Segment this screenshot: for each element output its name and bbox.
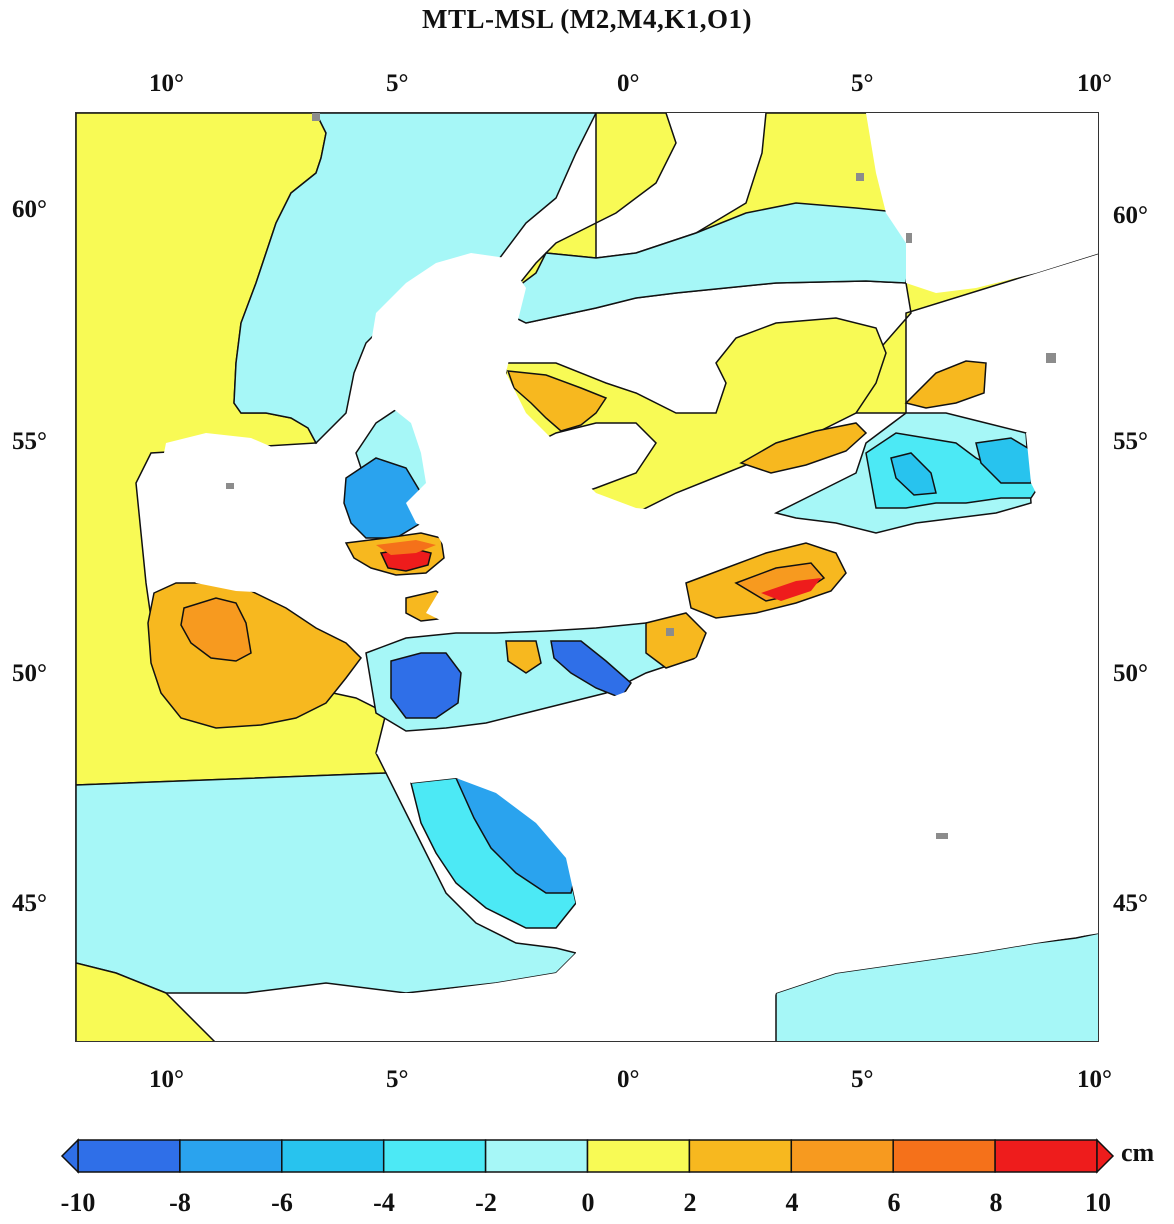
zone-cyan-bight-core [890,452,937,496]
colorbar-cell [281,1139,385,1173]
zone-red-southern [761,578,821,601]
land-ireland [158,433,341,593]
lon-label-bottom-5e: 5° [851,1066,874,1093]
colorbar-tick-label: 2 [683,1188,697,1217]
lon-label-top-10e: 10° [1077,70,1112,97]
lat-label-right-55: 55° [1113,428,1148,455]
zone-blue-channel-west [390,652,462,719]
tidal-map [76,113,1098,1041]
colorbar-cell [179,1139,283,1173]
lon-label-bottom-5w: 5° [386,1066,409,1093]
zone-darkorange-celtic [180,597,252,662]
lon-label-top-0: 0° [617,70,640,97]
colorbar-tick-label: 4 [785,1188,799,1217]
lat-label-right-45: 45° [1113,890,1148,917]
lat-label-left-60: 60° [12,196,47,223]
colorbar-tick-label: -10 [60,1188,96,1217]
colorbar-cell [586,1139,691,1173]
colorbar-cell [382,1139,487,1173]
lat-label-left-50: 50° [12,660,47,687]
map-panel [75,112,1099,1042]
land-norway [866,113,1098,293]
colorbar-tick-label: 8 [989,1188,1003,1217]
colorbar-unit-label: cm [1121,1138,1155,1167]
zone-orange-uk-east [506,370,608,432]
colorbar-cell [892,1139,996,1173]
zone-darkorange-wales [376,540,436,555]
land-france [206,503,1098,1041]
zone-yellow-sw [76,962,216,1041]
lon-label-bottom-10e: 10° [1077,1066,1112,1093]
colorbar-cell [484,1139,589,1173]
colorbar-tick-label: -4 [373,1188,395,1217]
lat-label-left-55: 55° [12,428,47,455]
map-title: MTL-MSL (M2,M4,K1,O1) [422,4,752,34]
dry-cell [856,173,864,181]
colorbar-tick-label: 6 [887,1188,901,1217]
colorbar-tick-label: -6 [271,1188,293,1217]
zone-orange-dogger [739,422,868,474]
colorbar [60,1138,1115,1174]
colorbar-cell [790,1139,894,1173]
dry-cell [666,628,674,636]
lon-label-top-5e: 5° [851,70,874,97]
colorbar-cell [77,1139,181,1173]
colorbar-cell [688,1139,793,1173]
dry-cell [1046,353,1056,363]
colorbar-tick-label: 10 [1085,1188,1111,1217]
lon-label-top-10w: 10° [149,70,184,97]
lon-label-bottom-0: 0° [617,1066,640,1093]
colorbar-tick-label: 0 [581,1188,595,1217]
zone-midblue-irish-sea [343,457,422,539]
dry-cell [906,233,912,243]
lat-label-left-45: 45° [12,890,47,917]
lat-label-right-60: 60° [1113,202,1148,229]
lon-label-top-5w: 5° [386,70,409,97]
land-britain [371,253,706,631]
colorbar-tick-label: -2 [475,1188,497,1217]
lat-label-right-50: 50° [1113,660,1148,687]
land-denmark [1026,403,1098,508]
colorbar-under-triangle [60,1138,79,1174]
dry-cell [226,483,234,489]
dry-cell [312,113,320,121]
colorbar-cell [994,1139,1098,1173]
lon-label-bottom-10w: 10° [149,1066,184,1093]
zone-orange-channel-mid [505,640,542,674]
colorbar-over-triangle [1096,1138,1115,1174]
dry-cell [936,833,948,839]
colorbar-tick-label: -8 [169,1188,191,1217]
zone-orange-skagerrak [904,360,987,409]
